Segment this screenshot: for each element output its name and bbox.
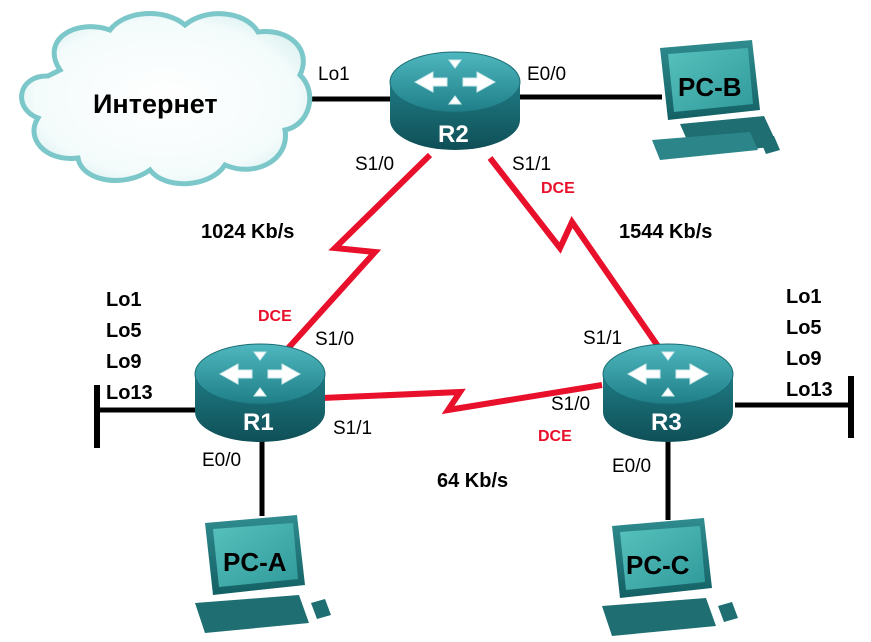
router-r2[interactable]: R2 <box>389 51 521 150</box>
router-arrows-icon <box>218 351 302 397</box>
r1-s11-label: S1/1 <box>333 418 372 439</box>
r3-loopback-item: Lo1 <box>786 286 822 308</box>
r1-loopback-list: Lo1 Lo5 Lo9 Lo13 <box>106 289 153 404</box>
r3-loopback-item: Lo13 <box>786 379 833 401</box>
r1-e00-label: E0/0 <box>202 450 241 471</box>
pc-c[interactable]: PC-C <box>602 518 738 636</box>
router-r1[interactable]: R1 <box>194 343 326 442</box>
cloud-label: Интернет <box>93 89 218 119</box>
r2-s10-label: S1/0 <box>355 154 394 175</box>
r1-s10-dce-label: DCE <box>258 308 292 325</box>
link-r1-r2-speed: 1024 Kb/s <box>201 221 294 243</box>
r1-loopback-item: Lo1 <box>106 289 142 311</box>
router-arrows-icon <box>626 351 710 397</box>
link-r2-r3-speed: 1544 Kb/s <box>619 221 712 243</box>
r3-s10-label: S1/0 <box>551 394 590 415</box>
pc-c-label: PC-C <box>626 550 690 580</box>
serial-link-r2-r3 <box>487 156 665 354</box>
router-arrows-icon <box>413 59 497 105</box>
ethernet-links <box>94 94 854 520</box>
r1-loopback-item: Lo13 <box>106 382 153 404</box>
r2-e00-label: E0/0 <box>527 64 566 85</box>
r1-loopback-item: Lo5 <box>106 320 142 342</box>
r1-s10-label: S1/0 <box>315 329 354 350</box>
r3-s11-label: S1/1 <box>583 328 622 349</box>
r3-loopback-item: Lo9 <box>786 348 822 370</box>
r3-e00-label: E0/0 <box>612 456 651 477</box>
router-r2-label: R2 <box>438 121 469 148</box>
r1-loopback-item: Lo9 <box>106 351 142 373</box>
router-r3[interactable]: R3 <box>602 343 734 442</box>
r3-loopback-list: Lo1 Lo5 Lo9 Lo13 <box>786 286 833 401</box>
serial-links <box>279 152 665 415</box>
r2-lo1-label: Lo1 <box>318 64 350 85</box>
link-r1-r3-speed: 64 Kb/s <box>437 470 508 492</box>
internet-cloud: Интернет <box>19 11 313 187</box>
pc-a[interactable]: PC-A <box>195 515 331 633</box>
r3-loopback-item: Lo5 <box>786 317 822 339</box>
r2-s11-label: S1/1 <box>512 154 551 175</box>
router-r1-label: R1 <box>243 409 274 436</box>
serial-link-r1-r2 <box>279 152 433 358</box>
pc-b-label: PC-B <box>678 72 742 102</box>
router-r3-label: R3 <box>651 409 682 436</box>
r2-s11-dce-label: DCE <box>541 180 575 197</box>
serial-link-r1-r3 <box>321 382 603 415</box>
pc-b[interactable]: PC-B <box>652 40 780 160</box>
r3-s10-dce-label: DCE <box>538 428 572 445</box>
pc-a-label: PC-A <box>223 547 287 577</box>
